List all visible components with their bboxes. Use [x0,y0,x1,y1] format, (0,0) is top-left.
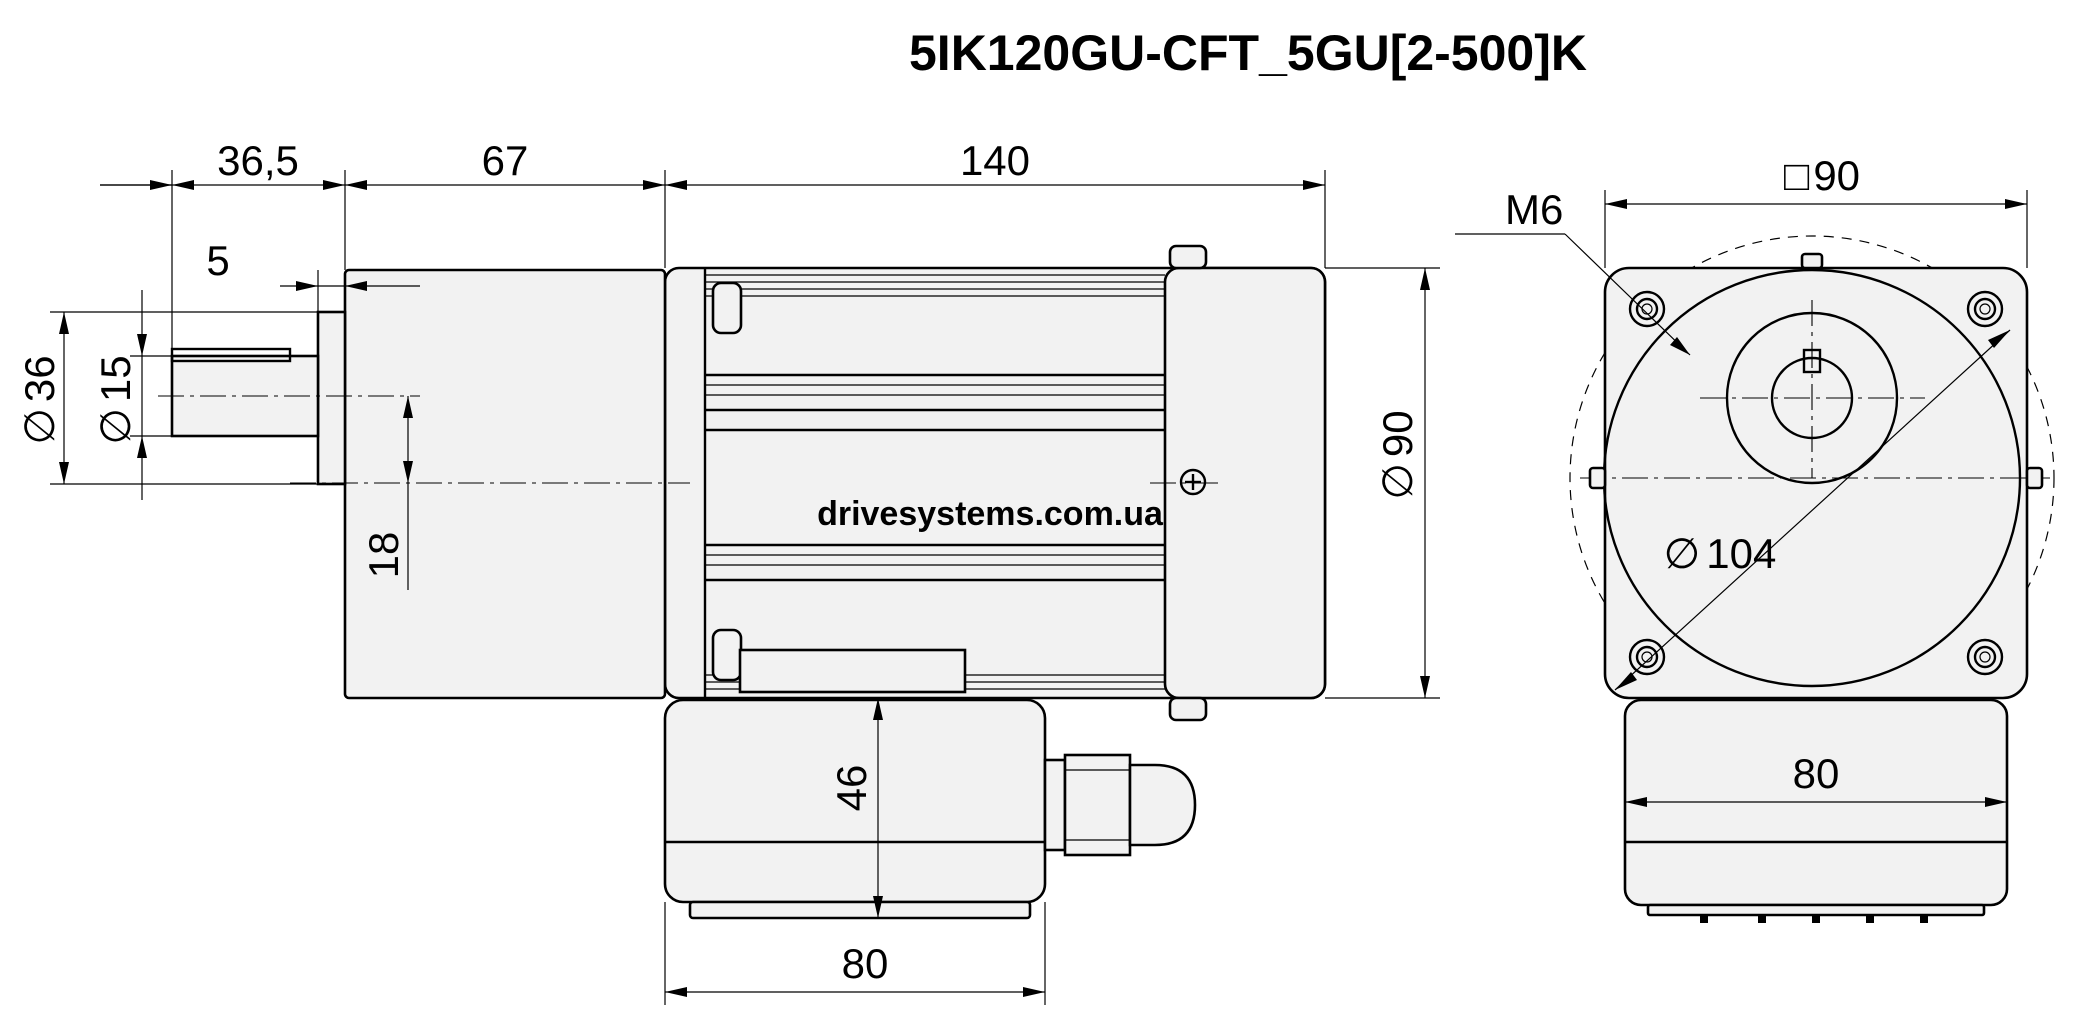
dia-motor: ∅90 [1374,410,1421,499]
front-terminal-base [1646,903,1986,917]
dim-square: □90 [1784,152,1860,199]
dim-gearbox-shaft: 36,5 [217,137,299,184]
cable-gland-body [1063,753,1132,857]
dim-pcd: ∅104 [1664,530,1777,577]
front-view: □90 M6 ∅104 80 [1455,152,2055,923]
front-lug-top [1800,252,1824,270]
front-lug-right [2025,466,2044,490]
diameter-symbol-icon: ∅ [1374,463,1421,500]
dim-shaft-offset: 18 [360,532,407,579]
dia-shaft: ∅15 [92,355,139,444]
square-symbol-icon: □ [1784,152,1810,199]
side-view: 36,5 67 140 5 ∅36 ∅15 18 ∅90 [16,137,1440,1005]
diameter-symbol-icon: ∅ [16,408,63,445]
dia-pilot: ∅36 [16,355,63,444]
dim-gearbox: 67 [482,137,529,184]
front-lug-left [1588,466,1607,490]
dim-terminal-height: 46 [828,765,875,812]
cable-channel [738,648,967,694]
motor-fins [703,268,1165,698]
motor-bolt-bottom [711,628,743,682]
motor-bolt-top [711,281,743,335]
end-cap-lug-bottom [1168,696,1208,722]
diameter-symbol-icon: ∅ [92,408,139,445]
terminal-box-base [688,900,1032,920]
dim-key-offset: 5 [206,237,229,284]
terminal-pins [1700,915,1928,923]
ground-screw-icon [1179,468,1207,496]
gearbox-pilot [316,310,347,486]
dim-front-box-width: 80 [1793,750,1840,797]
mounting-bolts [1628,290,2004,676]
dim-motor: 140 [960,137,1030,184]
watermark: drivesystems.com.ua [817,495,1164,533]
cable-gland-dome [1128,763,1197,847]
dim-terminal-width: 80 [842,940,889,987]
end-cap-lug-top [1168,244,1208,270]
diameter-symbol-icon: ∅ [1664,530,1701,577]
gearbox-body [343,268,667,700]
cable-gland-nut [1043,758,1067,852]
thread-label: M6 [1505,186,1563,233]
drawing-title: 5IK120GU-CFT_5GU[2-500]K [909,25,1587,81]
